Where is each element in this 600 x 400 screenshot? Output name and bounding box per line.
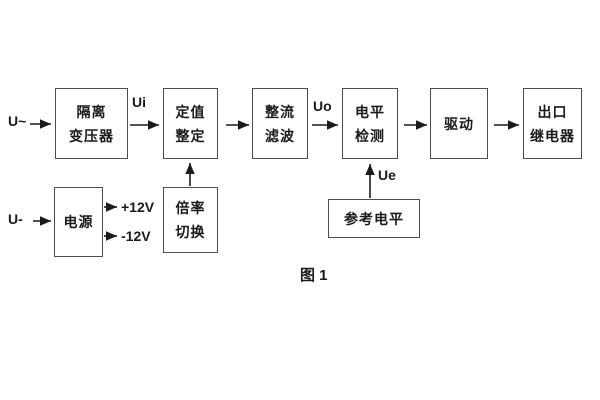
block-label: 电平 xyxy=(355,103,385,120)
block-driver: 驱动 xyxy=(430,88,488,159)
block-ratio-switch: 倍率 切换 xyxy=(163,187,218,253)
signal-uo-label: Uo xyxy=(313,98,332,114)
block-label: 倍率 xyxy=(175,200,206,216)
block-rectifier-filter: 整流 滤波 xyxy=(252,88,308,159)
rail-neg12-label: -12V xyxy=(121,228,151,244)
signal-ue-label: Ue xyxy=(378,167,396,183)
block-setting-adjust: 定值 整定 xyxy=(163,88,218,159)
block-isolation-transformer: 隔离 变压器 xyxy=(55,88,128,159)
figure-caption: 图 1 xyxy=(300,267,328,284)
block-level-detect: 电平 检测 xyxy=(342,88,398,159)
rail-pos12-label: +12V xyxy=(121,199,155,215)
block-label: 滤波 xyxy=(265,127,295,144)
block-label: 切换 xyxy=(175,224,206,240)
block-label: 检测 xyxy=(355,127,385,144)
block-label: 隔离 xyxy=(76,103,107,120)
signal-ui-label: Ui xyxy=(132,94,146,110)
input-ac-label: U~ xyxy=(8,113,27,129)
block-label: 整定 xyxy=(175,127,206,144)
block-label: 驱动 xyxy=(444,115,474,132)
block-label: 参考电平 xyxy=(344,210,404,227)
input-dc-label: U- xyxy=(8,211,23,227)
block-label: 电源 xyxy=(63,214,94,230)
block-label: 出口 xyxy=(537,103,568,120)
block-reference-level: 参考电平 xyxy=(328,199,420,238)
block-label: 变压器 xyxy=(69,127,114,144)
block-output-relay: 出口 继电器 xyxy=(523,88,582,159)
block-label: 定值 xyxy=(175,103,206,120)
block-label: 继电器 xyxy=(530,127,575,144)
block-label: 整流 xyxy=(265,103,295,120)
block-power-supply: 电源 xyxy=(54,187,103,257)
